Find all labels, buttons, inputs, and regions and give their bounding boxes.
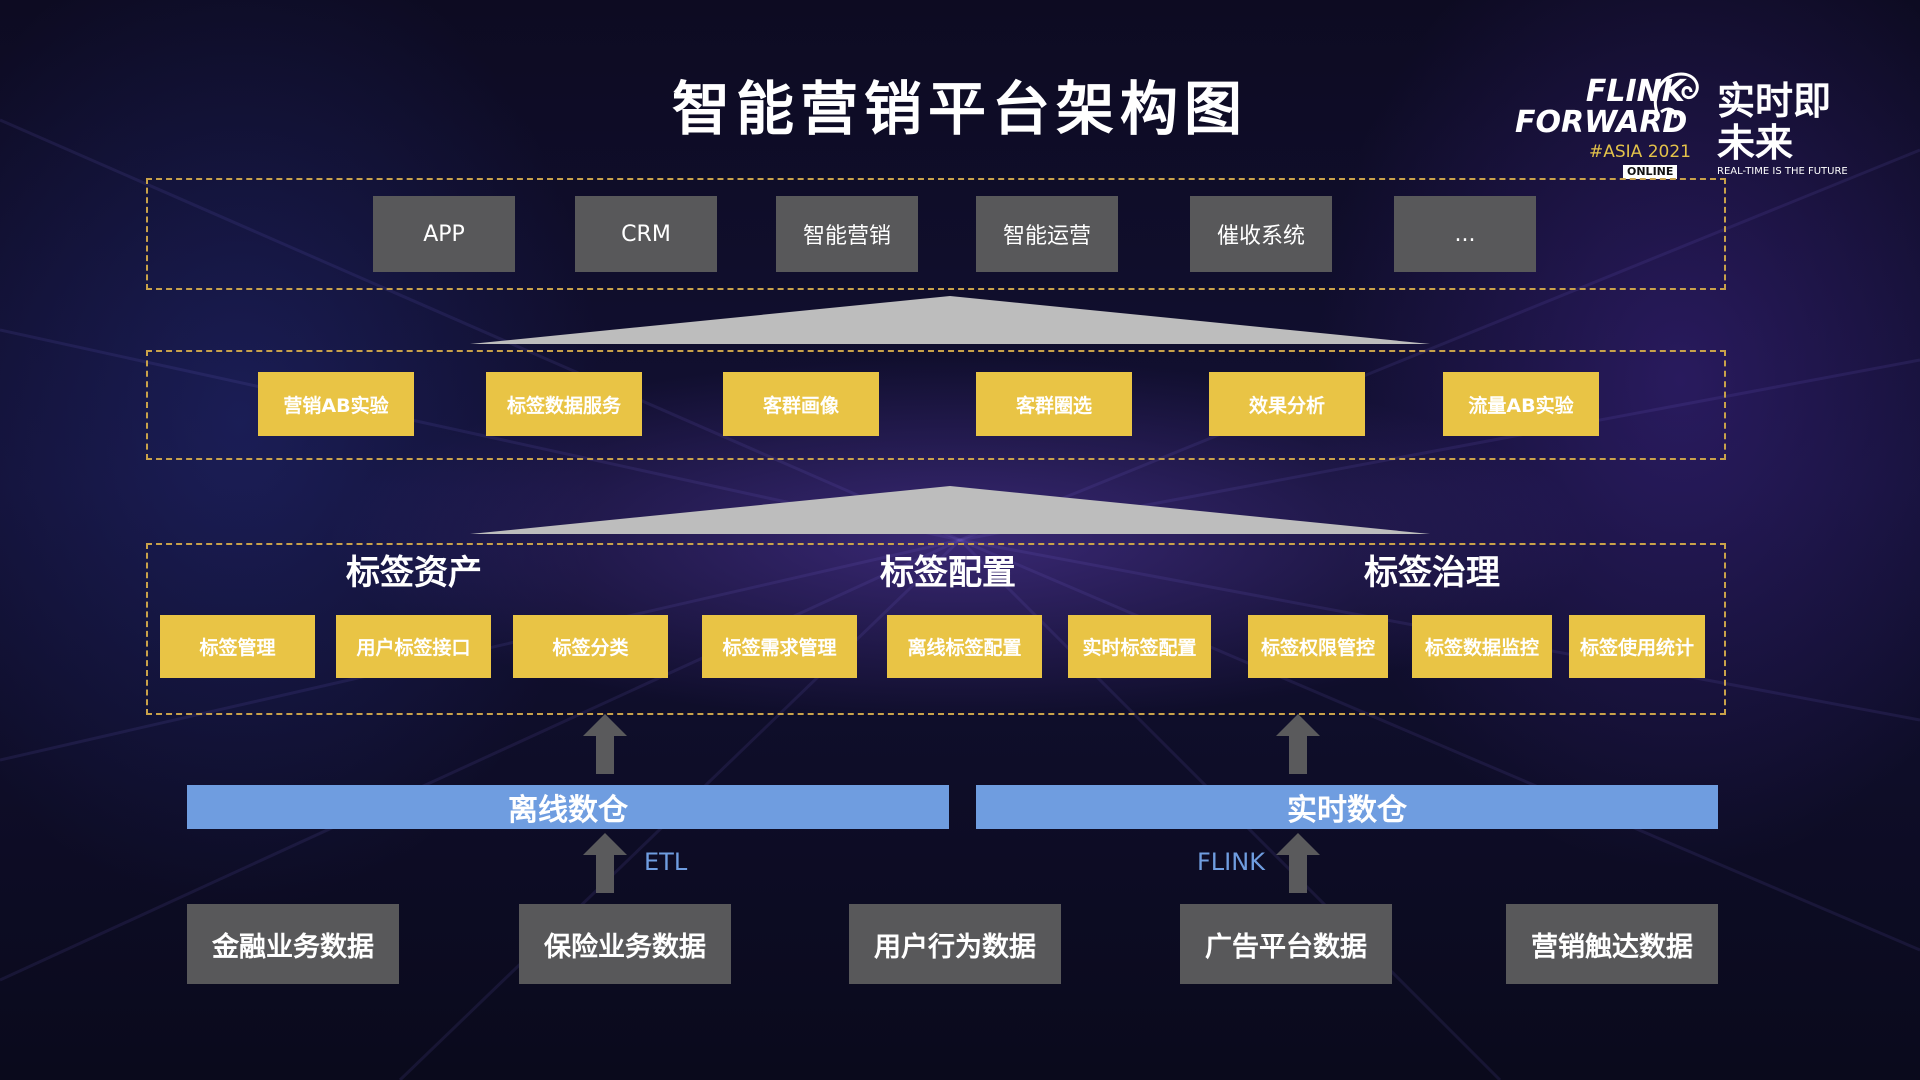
logo-chinese-slogan: 实时即未来 — [1717, 79, 1832, 165]
service-box-marketing-ab: 营销AB实验 — [258, 372, 414, 436]
realtime-data-warehouse: 实时数仓 — [976, 785, 1718, 829]
up-arrow-etl — [583, 833, 627, 893]
tag-box-realtime-tag-config: 实时标签配置 — [1068, 615, 1211, 678]
group-title-tag-governance: 标签治理 — [1364, 553, 1500, 593]
logo-text: FLINK FORWARD — [1515, 74, 1688, 140]
flink-forward-logo: FLINK FORWARD #ASIA 2021 ONLINE 实时即未来 RE… — [1515, 66, 1848, 186]
offline-data-warehouse: 离线数仓 — [187, 785, 949, 829]
squirrel-logo-icon — [1653, 72, 1699, 119]
source-financial-data: 金融业务数据 — [187, 904, 399, 984]
app-box-crm: CRM — [575, 196, 717, 272]
tag-box-offline-tag-config: 离线标签配置 — [887, 615, 1042, 678]
funnel-shape-upper — [470, 296, 1430, 344]
app-box-app: APP — [373, 196, 515, 272]
up-arrow-offline-to-tags — [583, 714, 627, 774]
logo-event-tag: #ASIA 2021 — [1589, 142, 1691, 162]
source-insurance-data: 保险业务数据 — [519, 904, 731, 984]
service-box-effect-analysis: 效果分析 — [1209, 372, 1365, 436]
tag-box-tag-management: 标签管理 — [160, 615, 315, 678]
tag-management-layer — [146, 543, 1726, 715]
funnel-shape-lower — [470, 486, 1430, 534]
etl-label: ETL — [644, 848, 688, 876]
tag-box-data-monitoring: 标签数据监控 — [1412, 615, 1552, 678]
service-box-tag-data-service: 标签数据服务 — [486, 372, 642, 436]
source-ad-platform-data: 广告平台数据 — [1180, 904, 1392, 984]
app-box-more: ... — [1394, 196, 1536, 272]
app-box-smart-marketing: 智能营销 — [776, 196, 918, 272]
tag-box-user-tag-interface: 用户标签接口 — [336, 615, 491, 678]
source-marketing-touch-data: 营销触达数据 — [1506, 904, 1718, 984]
logo-slogan-english: REAL-TIME IS THE FUTURE — [1717, 166, 1848, 177]
tag-box-tag-classification: 标签分类 — [513, 615, 668, 678]
service-box-customer-profile: 客群画像 — [723, 372, 879, 436]
tag-box-usage-statistics: 标签使用统计 — [1569, 615, 1705, 678]
logo-online-badge: ONLINE — [1623, 165, 1678, 179]
service-box-customer-selection: 客群圈选 — [976, 372, 1132, 436]
service-box-traffic-ab: 流量AB实验 — [1443, 372, 1599, 436]
tag-box-permission-control: 标签权限管控 — [1248, 615, 1388, 678]
up-arrow-realtime-to-tags — [1276, 714, 1320, 774]
page-title: 智能营销平台架构图 — [671, 75, 1248, 143]
group-title-tag-config: 标签配置 — [880, 553, 1016, 593]
source-user-behavior-data: 用户行为数据 — [849, 904, 1061, 984]
flink-label: FLINK — [1197, 848, 1265, 876]
service-layer — [146, 350, 1726, 460]
tag-box-requirement-management: 标签需求管理 — [702, 615, 857, 678]
app-box-collection-system: 催收系统 — [1190, 196, 1332, 272]
up-arrow-flink — [1276, 833, 1320, 893]
app-box-smart-operations: 智能运营 — [976, 196, 1118, 272]
group-title-tag-assets: 标签资产 — [346, 553, 482, 593]
application-layer — [146, 178, 1726, 290]
